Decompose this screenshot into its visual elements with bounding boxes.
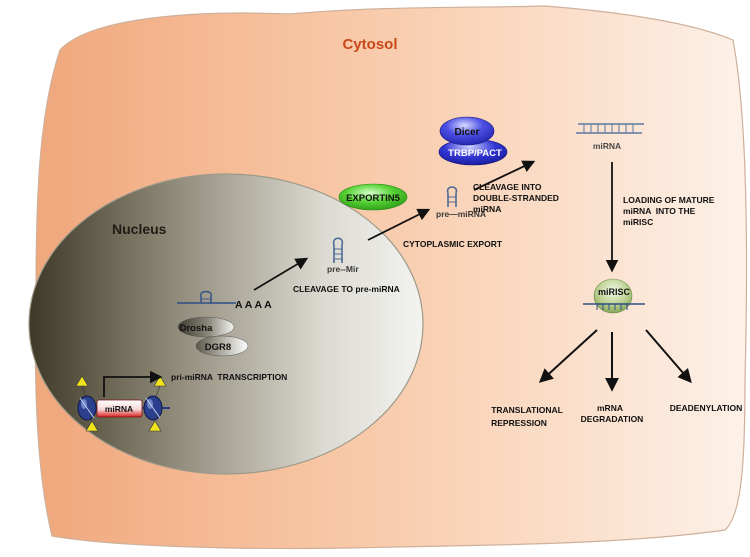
mirna-gene-label: miRNA [105,404,133,414]
dicer-label: Dicer [454,127,479,138]
nucleus-title: Nucleus [112,221,167,237]
methylation-mark-icon [85,413,99,432]
mirna-gene-box [96,399,143,418]
trbp-pact-label: TRBP/PACT [448,148,502,159]
cleavage-ds-line1: CLEAVAGE INTO [473,182,542,192]
deadenylation-label: DEADENYLATION [670,403,743,413]
cytoplasmic-export-label: CYTOPLASMIC EXPORT [403,239,503,249]
poly-a-tail: A A A A [235,299,272,311]
mirisc-label: miRISC [598,287,631,297]
pre-mirna-label: pre—miRNA [436,209,486,219]
rna-hairpin-icon [332,237,344,263]
exportin5-label: EXPORTIN5 [346,193,401,204]
degradation-line1: mRNA [597,403,623,413]
loading-line3: miRISC [623,217,653,227]
translational-line1: TRANSLATIONAL [491,405,563,415]
rna-hairpin-icon [200,290,212,303]
mirna-duplex [576,123,644,134]
rna-hairpin-icon [446,186,458,207]
drosha-label: Drosha [180,323,213,334]
transcription-arrow [103,370,163,397]
methylation-mark-icon [75,375,89,397]
cleavage-ds-line2: DOUBLE-STRANDED [473,193,559,203]
dicer-protein [439,116,495,146]
nucleosome-icon [77,395,97,421]
mirna-duplex-label: miRNA [593,141,621,151]
cleavage-pre-label: CLEAVAGE TO pre-miRNA [293,284,400,294]
translational-line2: REPRESSION [491,418,547,428]
drosha-protein [177,316,235,338]
methylation-mark-icon [148,413,162,432]
cytosol-title: Cytosol [342,36,397,53]
arrow-translational-repression [538,329,598,383]
pri-mirna [177,290,236,304]
pre-mir-label: pre--Mir [327,264,359,274]
exportin5-protein [338,183,408,211]
degradation-line2: DEGRADATION [581,414,644,424]
arrow-dicing [473,160,536,191]
nucleosome-icon [143,395,163,421]
arrow-deadenylation [645,329,692,384]
gene-locus: miRNA [75,370,170,432]
dgr8-label: DGR8 [205,342,231,353]
dgr8-protein [195,335,249,357]
cleavage-ds-line3: miRNA [473,204,501,214]
arrow-pri-to-pre [253,257,309,291]
loading-line2: miRNA INTO THE [623,206,696,216]
transcription-label: pri-miRNA TRANSCRIPTION [171,372,287,382]
mirisc-target-rna [583,303,645,310]
arrow-export [367,208,431,241]
loading-line1: LOADING OF MATURE [623,195,715,205]
